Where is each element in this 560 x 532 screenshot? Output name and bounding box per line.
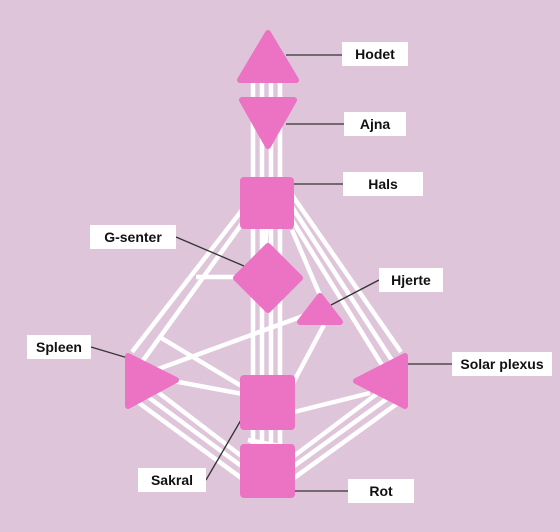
channel-spleen-root-2 (134, 386, 246, 470)
channel-spleen-sacral (156, 334, 250, 392)
leader-spleen (90, 346, 129, 359)
label-ajna: Ajna (344, 112, 406, 136)
channels-layer (126, 80, 403, 482)
center-ajna (239, 97, 297, 149)
channel-throat-spleen-1 (130, 203, 248, 354)
label-sacral: Sakral (138, 468, 206, 492)
centers-layer (125, 30, 408, 498)
center-g (233, 243, 303, 313)
channel-throat-solar-3 (290, 218, 387, 372)
center-heart (297, 293, 343, 325)
center-spleen (125, 353, 179, 409)
label-heart: Hjerte (379, 268, 443, 292)
channel-spleen-heart (149, 309, 315, 375)
center-solar (353, 353, 408, 409)
label-g-center: G-senter (90, 225, 176, 249)
channel-solar-root-2 (292, 396, 390, 468)
channel-spleen-sacral-2 (167, 377, 249, 398)
label-solar-plexus: Solar plexus (452, 352, 552, 376)
center-root (240, 444, 295, 498)
channel-spleen-root-3 (144, 381, 246, 460)
channel-throat-solar-1 (290, 193, 403, 354)
label-root: Rot (348, 479, 414, 503)
channel-solar-sacral (293, 390, 371, 415)
channel-solar-root-3 (292, 391, 380, 458)
channel-heart-sacral (290, 323, 326, 387)
center-head (237, 30, 299, 83)
label-spleen: Spleen (27, 335, 91, 359)
label-head: Hodet (342, 42, 408, 66)
leader-g-center (175, 236, 245, 267)
channel-throat-solar-2 (290, 205, 395, 364)
leader-heart (330, 279, 380, 306)
channel-solar-root-1 (292, 401, 400, 480)
leader-lines-layer (90, 54, 452, 492)
center-throat (240, 177, 294, 229)
center-sacral (240, 375, 295, 430)
channel-spleen-root-1 (126, 393, 246, 482)
label-throat: Hals (343, 172, 423, 196)
channel-heart-throat (289, 229, 325, 301)
